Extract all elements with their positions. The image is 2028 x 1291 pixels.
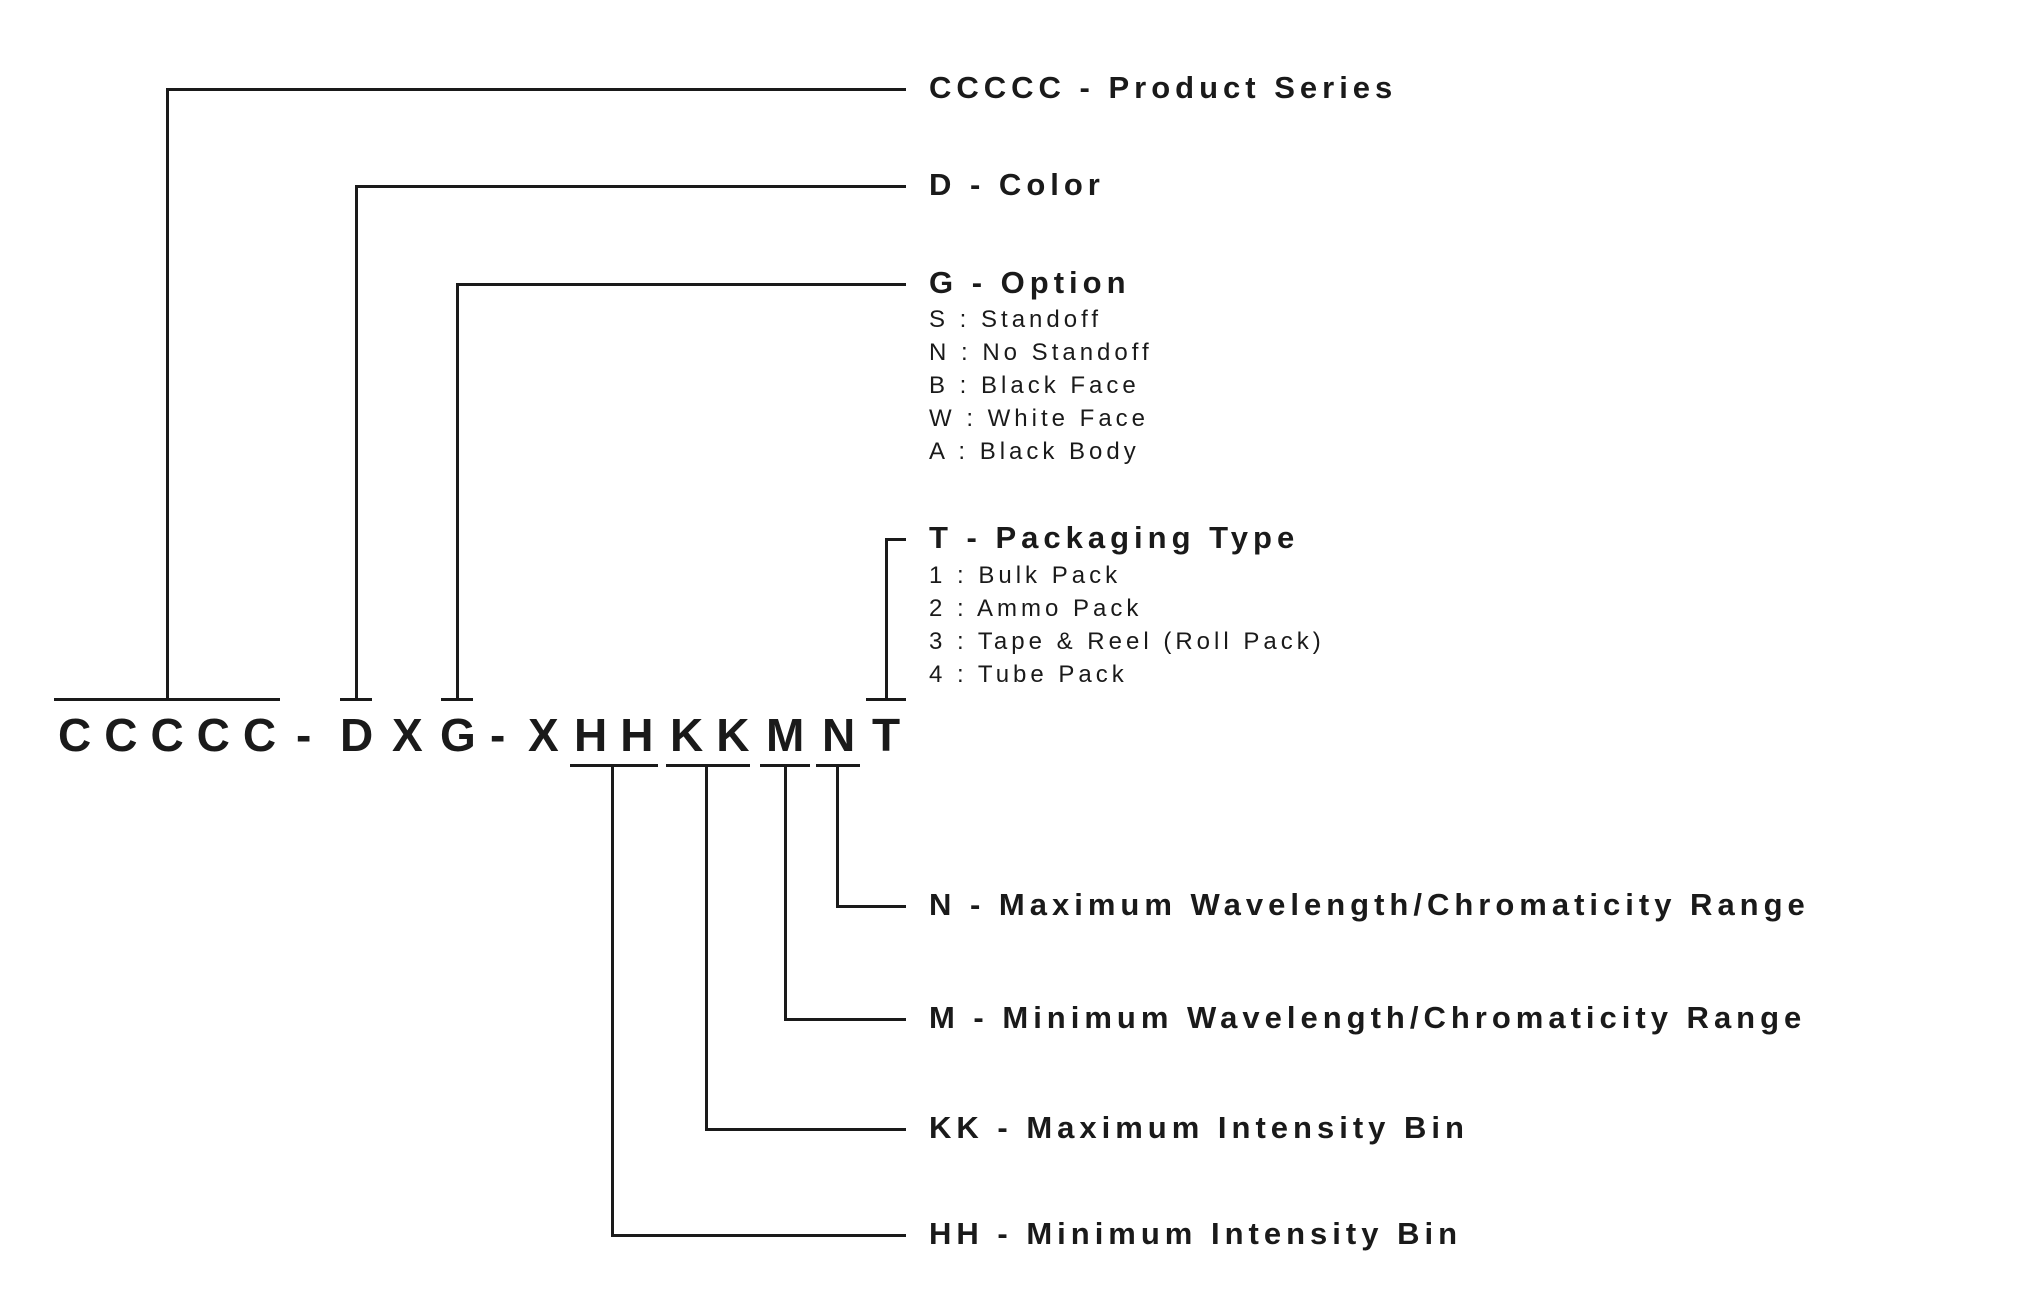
color-horizontal-line bbox=[355, 185, 906, 188]
color-label: D - Color bbox=[929, 167, 1105, 202]
packaging-vertical-line bbox=[885, 538, 888, 701]
packaging-value-ammo-pack: 2 : Ammo Pack bbox=[929, 595, 1143, 622]
part-segment-hyphen-1: - bbox=[296, 709, 325, 761]
option-value-black-face: B : Black Face bbox=[929, 372, 1140, 399]
max-wavelength-underline bbox=[816, 764, 860, 767]
part-segment-max-wavelength: N bbox=[822, 709, 869, 761]
product-series-label: CCCCC - Product Series bbox=[929, 70, 1398, 105]
part-segment-x-2: X bbox=[528, 709, 572, 761]
packaging-value-tape-reel: 3 : Tape & Reel (Roll Pack) bbox=[929, 628, 1325, 655]
min-intensity-underline bbox=[570, 764, 658, 767]
packaging-horizontal-line bbox=[885, 538, 906, 541]
part-segment-product-series: CCCCC bbox=[58, 709, 290, 761]
min-intensity-vertical-line bbox=[611, 767, 614, 1237]
packaging-value-bulk-pack: 1 : Bulk Pack bbox=[929, 562, 1122, 589]
max-wavelength-label: N - Maximum Wavelength/Chromaticity Rang… bbox=[929, 887, 1810, 922]
color-vertical-line bbox=[355, 185, 358, 701]
min-wavelength-label: M - Minimum Wavelength/Chromaticity Rang… bbox=[929, 1000, 1807, 1035]
part-segment-max-intensity: KK bbox=[670, 709, 763, 761]
option-vertical-line bbox=[456, 283, 459, 701]
max-intensity-label: KK - Maximum Intensity Bin bbox=[929, 1110, 1469, 1145]
product-series-vertical-line bbox=[166, 88, 169, 701]
part-segment-color: D bbox=[340, 709, 387, 761]
option-value-white-face: W : White Face bbox=[929, 405, 1150, 432]
part-segment-option: G bbox=[440, 709, 489, 761]
min-wavelength-underline bbox=[760, 764, 810, 767]
min-intensity-horizontal-line bbox=[611, 1234, 906, 1237]
max-wavelength-horizontal-line bbox=[836, 905, 906, 908]
part-segment-x-1: X bbox=[392, 709, 436, 761]
packaging-values-list: 1 : Bulk Pack 2 : Ammo Pack 3 : Tape & R… bbox=[929, 559, 1325, 691]
part-segment-packaging: T bbox=[872, 709, 914, 761]
part-segment-min-wavelength: M bbox=[766, 709, 818, 761]
packaging-type-label: T - Packaging Type bbox=[929, 520, 1300, 555]
product-series-horizontal-line bbox=[166, 88, 906, 91]
part-segment-hyphen-2: - bbox=[490, 709, 519, 761]
option-label: G - Option bbox=[929, 265, 1131, 300]
min-intensity-label: HH - Minimum Intensity Bin bbox=[929, 1216, 1462, 1251]
min-wavelength-vertical-line bbox=[784, 767, 787, 1021]
option-value-standoff: S : Standoff bbox=[929, 306, 1102, 333]
option-value-no-standoff: N : No Standoff bbox=[929, 339, 1153, 366]
max-intensity-underline bbox=[666, 764, 750, 767]
part-segment-min-intensity: HH bbox=[574, 709, 667, 761]
max-intensity-horizontal-line bbox=[705, 1128, 906, 1131]
option-horizontal-line bbox=[456, 283, 906, 286]
packaging-value-tube-pack: 4 : Tube Pack bbox=[929, 661, 1128, 688]
max-intensity-vertical-line bbox=[705, 767, 708, 1131]
option-values-list: S : Standoff N : No Standoff B : Black F… bbox=[929, 303, 1153, 468]
max-wavelength-vertical-line bbox=[836, 767, 839, 908]
option-value-black-body: A : Black Body bbox=[929, 438, 1140, 465]
min-wavelength-horizontal-line bbox=[784, 1018, 906, 1021]
